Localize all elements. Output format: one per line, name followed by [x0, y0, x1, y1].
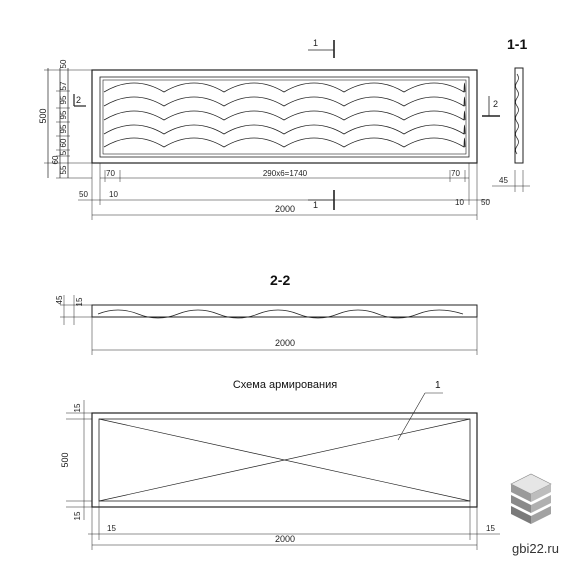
callout-1: 1 — [435, 380, 441, 391]
dim-left-50: 50 — [59, 59, 68, 68]
dim-left-55: 55 — [59, 165, 68, 174]
dim-left-57: 57 — [59, 81, 68, 90]
dim-section-15: 15 — [75, 297, 84, 306]
wave-row — [103, 137, 466, 148]
dim-bottom-70-left: 70 — [106, 169, 115, 178]
dim-left-5: 5 — [59, 150, 68, 155]
dim-reinf-bottom-15: 15 — [73, 511, 82, 520]
dim-left-95a: 95 — [59, 95, 68, 104]
reinforcement-title: Схема армирования — [233, 379, 337, 391]
cut-mark-2-left: 2 — [76, 95, 81, 105]
dim-total-length-top: 2000 — [275, 204, 295, 214]
wave-row — [103, 124, 466, 135]
section-label-1-1: 1-1 — [507, 36, 527, 52]
dim-reinf-height: 500 — [60, 452, 70, 467]
watermark: gbi22.ru — [510, 473, 559, 556]
dim-reinf-total: 2000 — [275, 534, 295, 544]
dim-bottom-10-left: 10 — [109, 190, 118, 199]
wave-row — [103, 82, 466, 93]
dim-bottom-50-right: 50 — [481, 198, 490, 207]
dim-left-60a: 60 — [59, 138, 68, 147]
cube-stack-icon — [510, 473, 552, 524]
cut-mark-1-bottom: 1 — [313, 200, 318, 210]
dim-left-60b: 60 — [51, 155, 60, 164]
dim-bottom-10-right: 10 — [455, 198, 464, 207]
reinforcement-outline — [91, 412, 478, 508]
panel-outline — [91, 69, 478, 164]
dim-section-45: 45 — [55, 295, 64, 304]
cut-mark-2-right: 2 — [493, 99, 498, 109]
dim-left-95c: 95 — [59, 124, 68, 133]
cut-mark-1-top: 1 — [313, 38, 318, 48]
dim-reinf-top-15: 15 — [73, 403, 82, 412]
section-label-2-2: 2-2 — [270, 272, 290, 288]
dim-thickness-45: 45 — [499, 176, 508, 185]
panel-inner-frame — [102, 79, 467, 155]
wave-relief-pattern — [103, 82, 466, 148]
dim-bottom-70-right: 70 — [451, 169, 460, 178]
wave-row — [103, 96, 466, 107]
plan-view: 50 57 2 95 95 95 60 5 60 55 500 1 2 1-1 … — [38, 36, 530, 220]
reinforcement-scheme: Схема армирования 1 15 500 15 15 15 2000 — [60, 379, 500, 550]
dim-bottom-50-left: 50 — [79, 190, 88, 199]
section-2-2-profile — [91, 304, 478, 318]
wave-row — [103, 110, 466, 121]
dim-reinf-right-15: 15 — [486, 524, 495, 533]
dim-section-total: 2000 — [275, 338, 295, 348]
section-1-1-profile — [514, 67, 524, 164]
dim-reinf-left-15: 15 — [107, 524, 116, 533]
reinforcement-mesh-frame — [98, 418, 471, 502]
panel-frame — [99, 76, 470, 158]
dim-overall-height: 500 — [38, 108, 48, 123]
watermark-text: gbi22.ru — [512, 541, 559, 556]
dim-spacing: 290x6=1740 — [263, 169, 308, 178]
dim-left-95b: 95 — [59, 110, 68, 119]
section-2-2-view: 2-2 45 15 2000 — [55, 272, 478, 355]
diagonal-bar-2 — [98, 418, 471, 502]
